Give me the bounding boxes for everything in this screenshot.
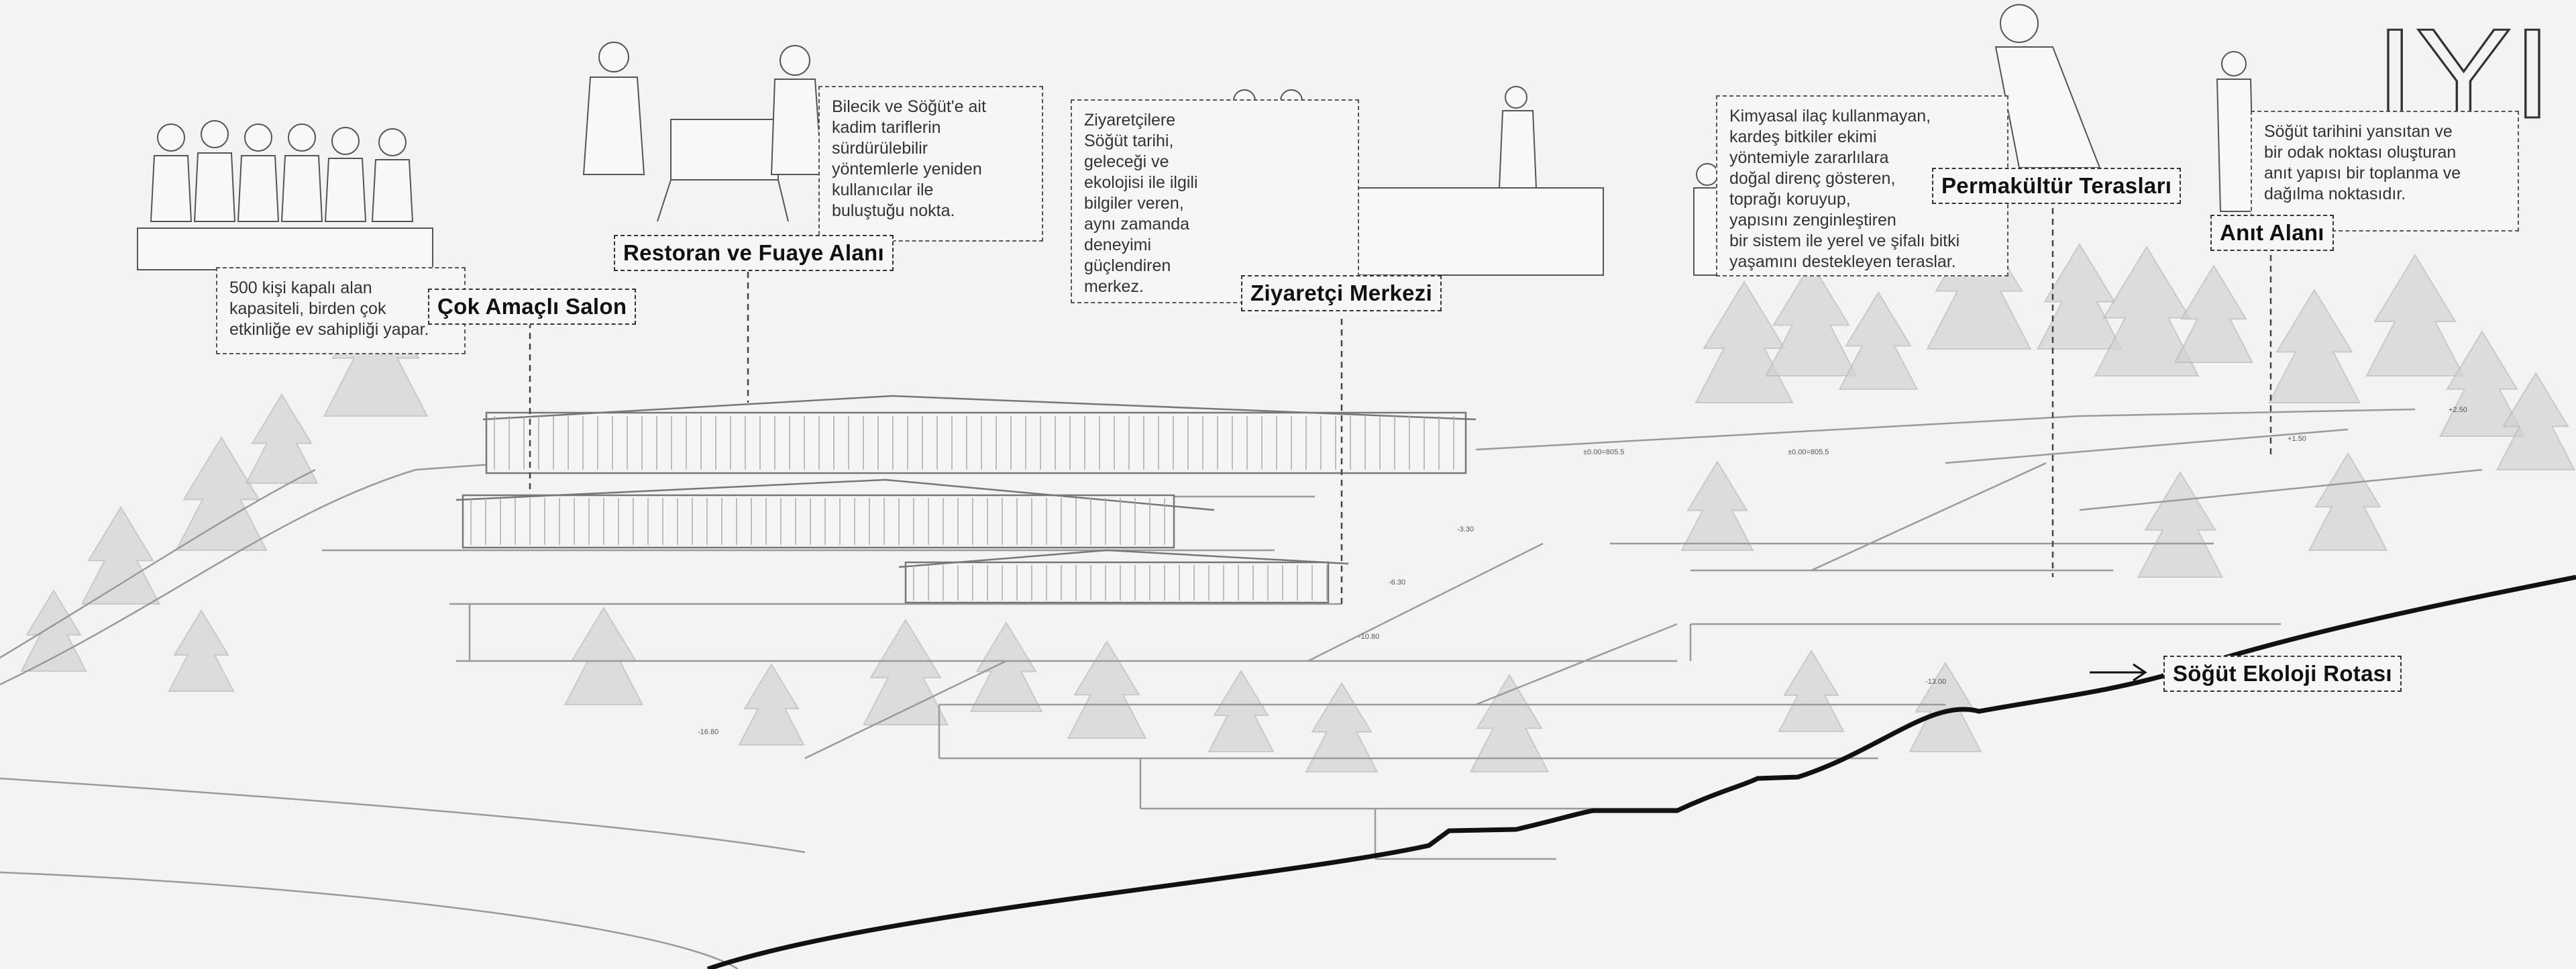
pine-tree [1838, 291, 1919, 390]
pine-tree [1926, 219, 2032, 350]
pine-tree [2438, 330, 2526, 437]
pine-tree [1765, 262, 1858, 376]
label-sogut-ekoloji-rotasi: Söğüt Ekoloji Rotası [2163, 656, 2402, 692]
svg-text:IYI: IYI [2375, 20, 2553, 128]
building-mullions [470, 416, 1454, 601]
level-marker: ±0.00=805.5 [1788, 448, 1829, 456]
pine-tree [168, 609, 235, 692]
pine-tree [1067, 640, 1147, 739]
note-restoran: Bilecik ve Söğüt'e ait kadim tariflerin … [818, 86, 1043, 242]
pine-tree [2174, 264, 2254, 363]
level-marker: -6.30 [1389, 578, 1406, 586]
buildings [455, 395, 1477, 604]
pine-tree [738, 663, 805, 746]
level-marker: -13.00 [1925, 678, 1947, 686]
label-anit-alani: Anıt Alanı [2210, 215, 2334, 251]
label-restoran-fuaye: Restoran ve Fuaye Alanı [614, 235, 894, 271]
pine-tree [2496, 372, 2576, 470]
label-permakultur-teraslari: Permakültür Terasları [1932, 168, 2182, 204]
pine-tree [969, 621, 1043, 712]
pine-tree [2268, 289, 2361, 403]
pine-tree [1680, 460, 1754, 551]
level-marker: -16.80 [698, 728, 719, 736]
pine-tree [1695, 280, 1794, 403]
iyi-logo: IYI [2375, 20, 2554, 128]
pine-tree [2036, 243, 2123, 350]
pine-tree [80, 506, 161, 605]
level-marker: ±0.00=805.5 [1583, 448, 1625, 456]
pine-tree [2308, 452, 2388, 551]
level-marker: -10.80 [1358, 633, 1380, 641]
pine-tree [564, 607, 644, 705]
pine-tree [1778, 650, 1845, 732]
pine-tree [245, 393, 319, 484]
pine-tree [2137, 471, 2224, 578]
label-cok-amacli-salon: Çok Amaçlı Salon [428, 289, 637, 325]
background-trees [20, 219, 2576, 772]
leader-lines [529, 208, 2272, 604]
note-ziyaretci: Ziyaretçilere Söğüt tarihi, geleceği ve … [1071, 99, 1359, 303]
gardeners [1693, 4, 2101, 276]
level-marker: +1.50 [2288, 435, 2306, 443]
person-taking-photo [2216, 51, 2255, 212]
label-ziyaretci-merkezi: Ziyaretçi Merkezi [1241, 275, 1442, 311]
pine-tree [2365, 254, 2465, 376]
level-marker: +2.50 [2449, 406, 2467, 414]
diners-at-table [582, 42, 823, 222]
pine-tree [1469, 674, 1550, 772]
seated-audience-group [137, 120, 433, 270]
route-arrow [2090, 663, 2147, 682]
note-anit: Söğüt tarihini yansıtan ve bir odak nokt… [2251, 111, 2519, 232]
level-marker: -3.30 [1457, 525, 1474, 533]
pine-tree [20, 589, 87, 672]
ground-profile [706, 574, 2576, 969]
pine-tree [862, 619, 949, 725]
pine-tree [1208, 670, 1275, 752]
pine-tree [175, 436, 268, 551]
pine-tree [1305, 682, 1379, 772]
